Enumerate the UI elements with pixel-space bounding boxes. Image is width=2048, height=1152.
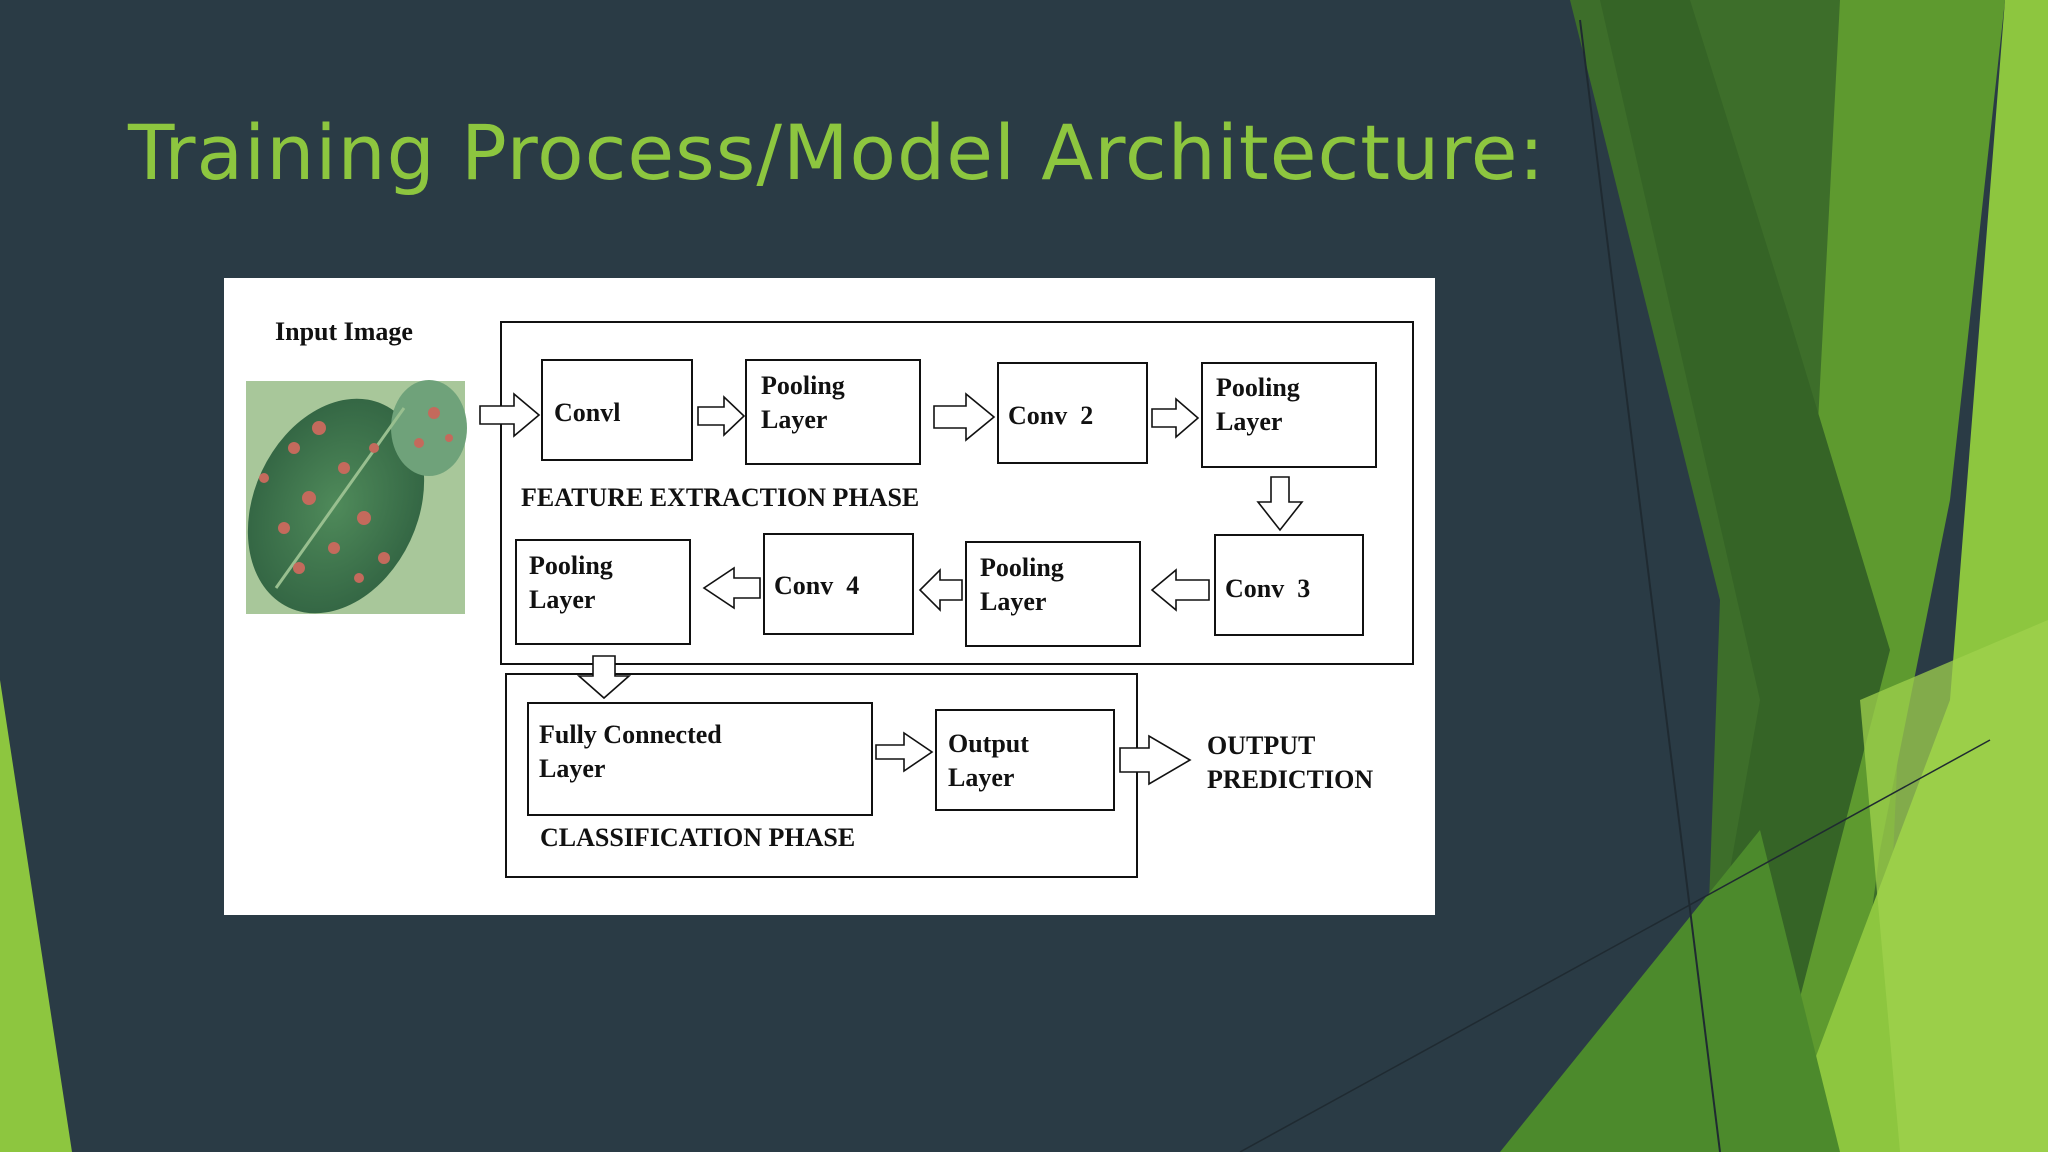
output-layer-node (935, 709, 1115, 811)
arrow-conv2-to-pool2 (1151, 397, 1200, 439)
decor-shape-dark2 (1600, 0, 1890, 1152)
arrow-pool3-to-conv4 (918, 568, 963, 612)
decor-shape-mid (1780, 0, 2005, 1152)
arrow-conv3-to-pool3 (1150, 568, 1210, 612)
decor-line-2 (1239, 739, 1991, 1152)
pooling-layer-1-node (745, 359, 921, 465)
classification-phase-label: CLASSIFICATION PHASE (540, 823, 855, 852)
conv4-node (763, 533, 914, 635)
pooling-layer-4-node (515, 539, 691, 645)
feature-extraction-phase-label: FEATURE EXTRACTION PHASE (521, 483, 919, 512)
arrow-input-to-conv1 (479, 392, 541, 438)
arrow-output-to-prediction (1119, 734, 1192, 786)
input-image-label: Input Image (275, 317, 413, 346)
arrow-pool2-to-conv3 (1256, 476, 1304, 532)
decor-shape-lower (1500, 830, 1840, 1152)
leaf-image (246, 380, 467, 614)
pooling-layer-3-node (965, 541, 1141, 647)
conv3-label: Conv 3 (1225, 574, 1310, 603)
slide-title: Training Process/Model Architecture: (128, 108, 1546, 197)
arrow-pool1-to-conv2 (933, 392, 996, 442)
decor-shape-left (0, 680, 72, 1152)
conv2-node (997, 362, 1148, 464)
classification-frame (505, 673, 1138, 878)
arrow-conv1-to-pool1 (697, 395, 746, 437)
arrow-pool4-to-fc (576, 655, 632, 700)
decor-shape-highlight (1860, 620, 2048, 1152)
conv1-label: Convl (554, 398, 620, 427)
feature-extraction-frame (500, 321, 1414, 665)
fully-connected-layer-node (527, 702, 873, 816)
arrow-conv4-to-pool4 (702, 566, 761, 610)
pooling-layer-2-node (1201, 362, 1377, 468)
decor-line (1579, 19, 1721, 1152)
conv3-node (1214, 534, 1364, 636)
architecture-diagram: Input Image FEATURE EXTRACTION PHASE Con… (224, 278, 1435, 915)
conv4-label: Conv 4 (774, 571, 859, 600)
conv2-label: Conv 2 (1008, 401, 1093, 430)
conv1-node (541, 359, 693, 461)
arrow-fc-to-output (875, 731, 934, 773)
